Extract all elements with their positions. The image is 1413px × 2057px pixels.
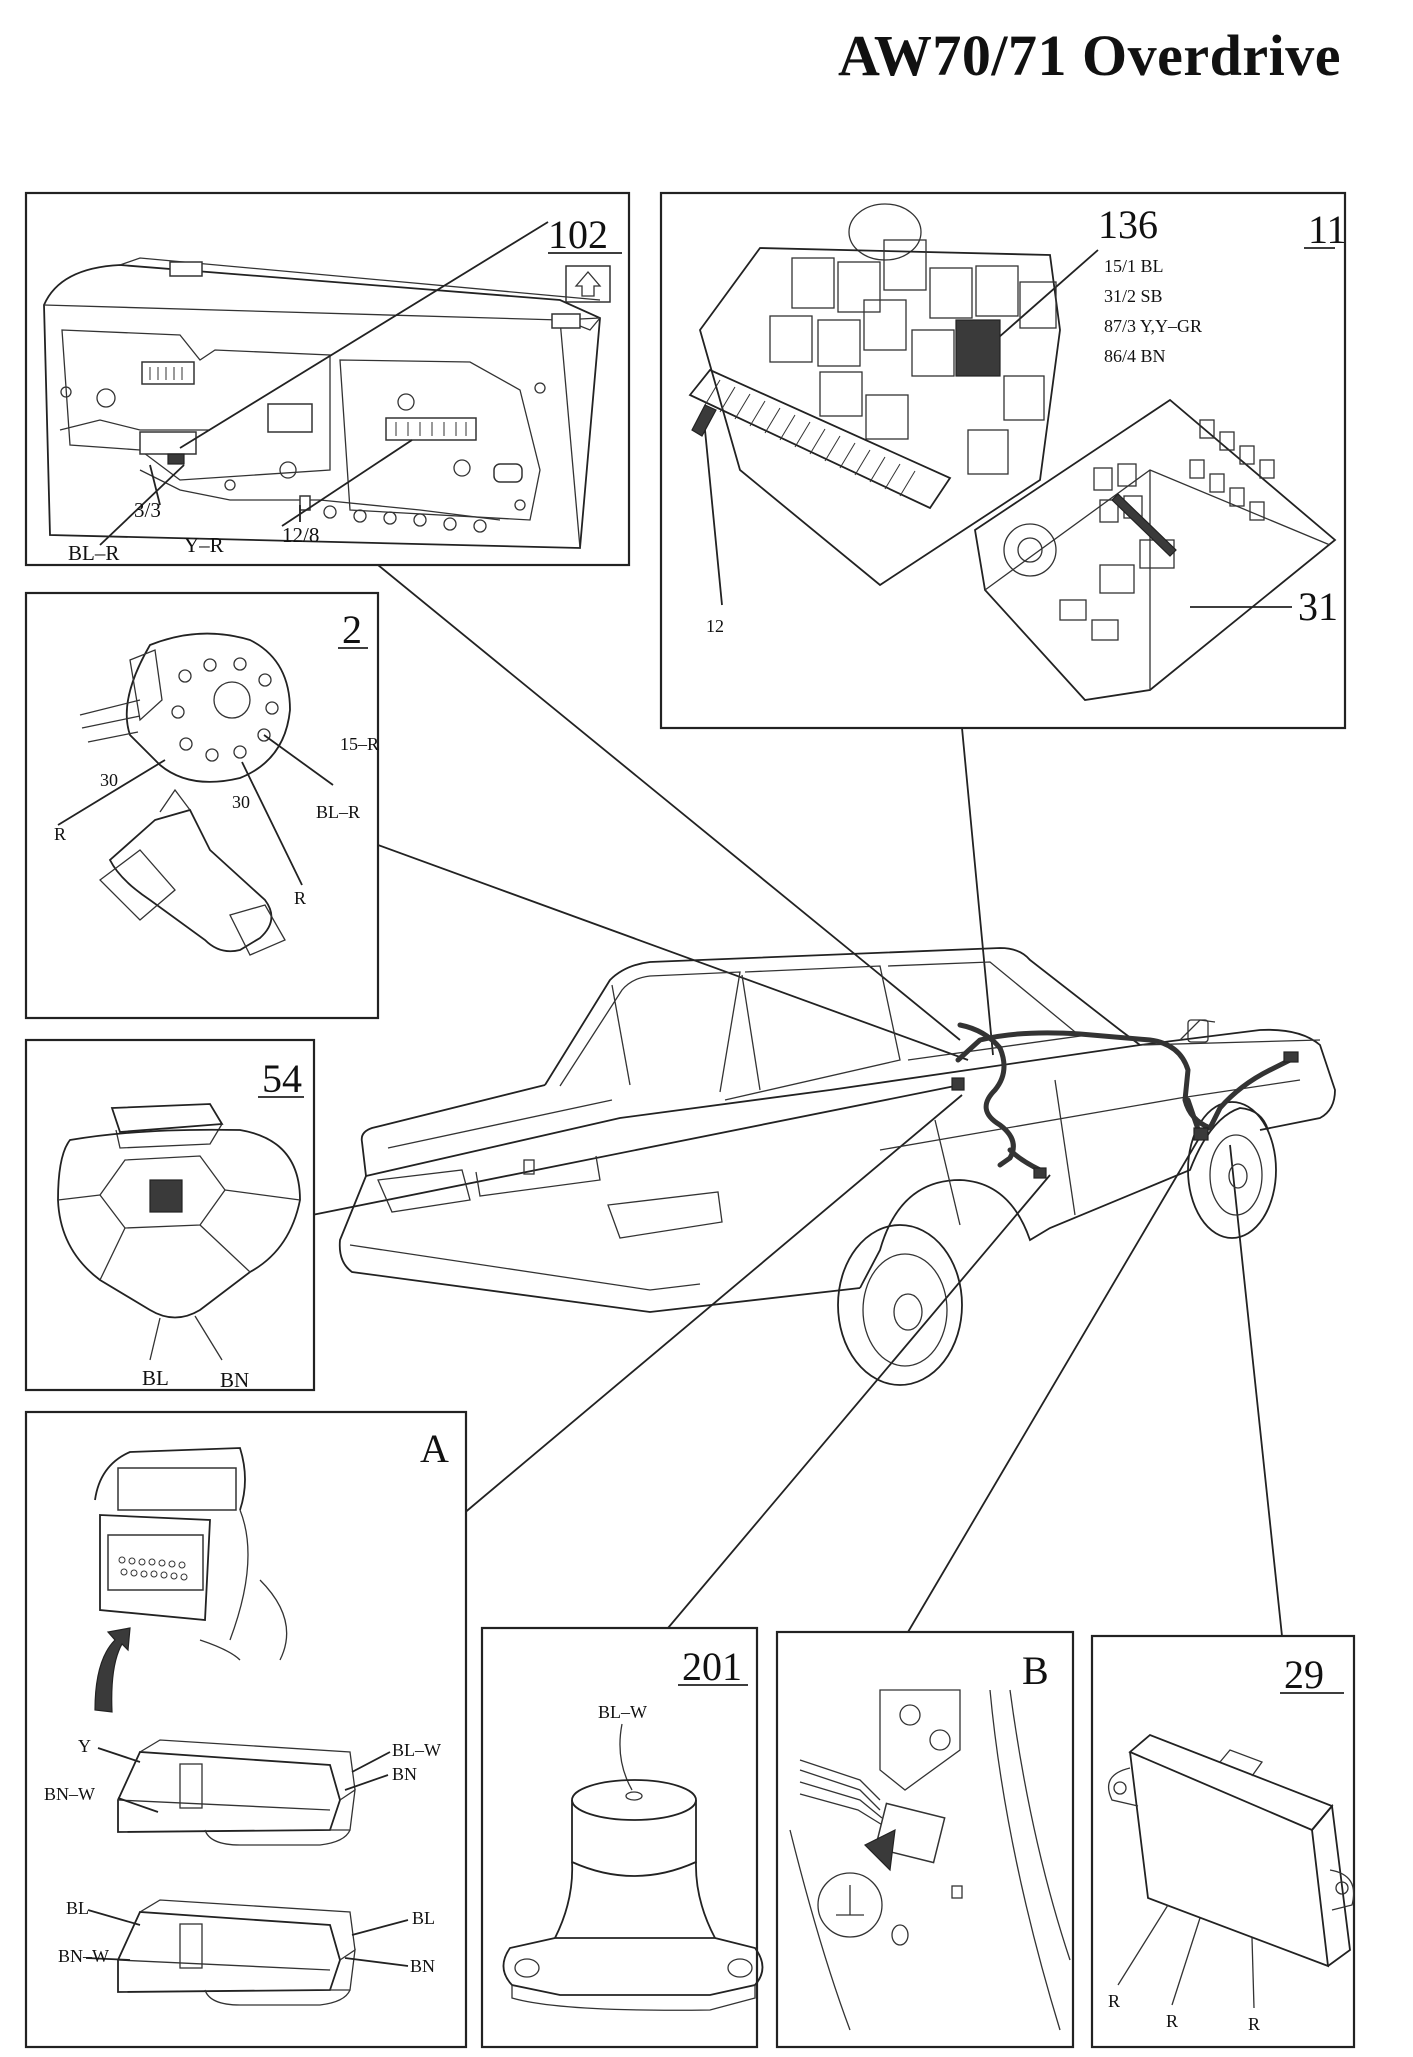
panel-a-number: A [420, 1426, 449, 1471]
label-bn-w-a: BN–W [44, 1784, 95, 1804]
label-r-29c: R [1248, 2014, 1260, 2034]
panel-2-number: 2 [342, 607, 362, 652]
pin-87-3: 87/3 Y,Y–GR [1104, 316, 1202, 336]
label-bn-a2: BN–W [58, 1946, 109, 1966]
panel-11: 11 136 15/1 BL 31/2 SB 87/3 Y,Y–GR 86/4 … [659, 191, 1347, 730]
pin-31-2: 31/2 SB [1104, 286, 1163, 306]
panel-29-number: 29 [1284, 1652, 1324, 1697]
label-30-b: 30 [232, 792, 250, 812]
page-title: AW70/71 Overdrive [837, 23, 1341, 88]
label-y-r: Y–R [184, 533, 224, 557]
label-bl-r-102: BL–R [68, 541, 119, 565]
switch-button [149, 1179, 183, 1213]
panel-201: 201 BL–W [480, 1626, 764, 2049]
panel-102: 102 [24, 191, 631, 567]
car-illustration [338, 947, 1336, 1386]
up-arrow-box [565, 265, 611, 303]
label-r-29b: R [1166, 2011, 1178, 2031]
label-bl-w-a: BL–W [392, 1740, 441, 1760]
label-3-3: 3/3 [134, 498, 161, 522]
panel-29: 29 R R R [1090, 1634, 1356, 2049]
panel-11-number: 11 [1308, 207, 1347, 252]
panel-102-number: 102 [548, 212, 608, 257]
label-bl-a1: BL [66, 1898, 89, 1918]
up-arrow-icon [574, 271, 602, 297]
label-r-2a: R [54, 824, 66, 844]
label-bl-a2: BL [412, 1908, 435, 1928]
label-y-a: Y [78, 1736, 91, 1756]
label-31: 31 [1298, 584, 1338, 629]
label-bn-a3: BN [410, 1956, 435, 1976]
label-r-29a: R [1108, 1991, 1120, 2011]
label-bn-54: BN [220, 1368, 249, 1392]
ground-symbol-icon [836, 1885, 864, 1916]
label-r-2b: R [294, 888, 306, 908]
label-bl-r-2: BL–R [316, 802, 360, 822]
relay-136 [955, 319, 1001, 377]
relay-136-label: 136 [1098, 202, 1158, 247]
panel-54-number: 54 [262, 1056, 302, 1101]
panel-201-number: 201 [682, 1644, 742, 1689]
pin-86-4: 86/4 BN [1104, 346, 1166, 366]
panel-b: B [775, 1630, 1075, 2049]
panel-b-number: B [1022, 1648, 1049, 1693]
panel-2: 2 30 15–R 30 BL–R R R [24, 591, 380, 1020]
label-bn-a1: BN [392, 1764, 417, 1784]
pin-15-1: 15/1 BL [1104, 256, 1164, 276]
label-bl-54: BL [142, 1366, 169, 1390]
leader-lines [311, 564, 1283, 1637]
panel-54: 54 BL BN [24, 1038, 316, 1392]
curved-arrow-icon [94, 1627, 131, 1713]
label-30-a: 30 [100, 770, 118, 790]
label-15-r: 15–R [340, 734, 379, 754]
label-bl-w-201: BL–W [598, 1702, 647, 1722]
label-12-8: 12/8 [282, 523, 319, 547]
label-12: 12 [706, 616, 724, 636]
panel-a: A Y BL–W BN BN–W [24, 1410, 468, 2049]
